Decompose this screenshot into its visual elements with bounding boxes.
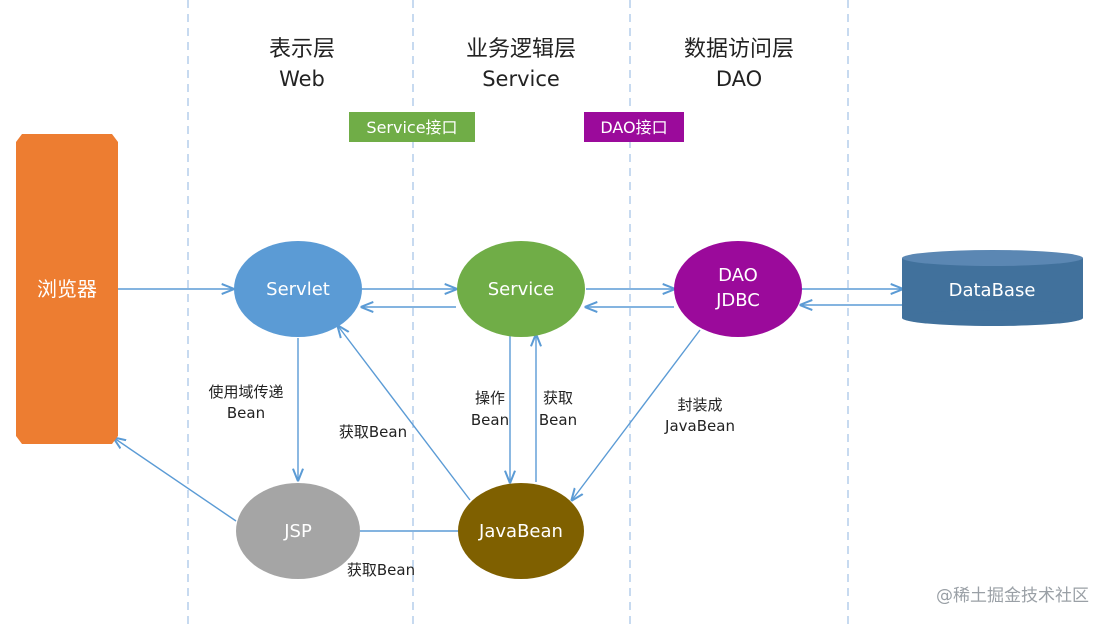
get-bean-service-label-line2: Bean (539, 411, 577, 429)
layer-subtitle-web: Web (279, 67, 325, 91)
dao-interface-badge (584, 112, 684, 142)
database-top (902, 250, 1083, 266)
javabean-label: JavaBean (478, 521, 563, 542)
arrow-jsp-to-browser (114, 438, 237, 522)
dao-interface-label: DAO接口 (600, 118, 667, 137)
wrap-javabean-label-line1: 封装成 (677, 396, 722, 414)
watermark: @稀土掘金技术社区 (936, 586, 1089, 606)
browser-box (16, 134, 118, 444)
database-body (902, 258, 1083, 318)
get-bean-servlet-label: 获取Bean (339, 423, 407, 441)
servlet-label: Servlet (266, 279, 330, 300)
layer-title-web: 表示层 (269, 37, 335, 62)
connectors (114, 289, 902, 532)
arrow-dao-to-javabean (572, 329, 701, 500)
layer-title-dao: 数据访问层 (684, 37, 794, 62)
layer-title-service: 业务逻辑层 (466, 37, 576, 62)
service-interface-badge (349, 112, 475, 142)
servlet-node (234, 241, 362, 337)
layer-subtitle-dao: DAO (716, 67, 762, 91)
javabean-node (458, 483, 584, 579)
dao-label-line2: JDBC (715, 290, 760, 311)
layer-dividers (187, 0, 849, 625)
get-bean-jsp-label: 获取Bean (347, 561, 415, 579)
arrow-javabean-to-servlet (338, 326, 471, 501)
database-label: DataBase (949, 280, 1036, 301)
operate-bean-label-line1: 操作 (475, 389, 505, 407)
get-bean-service-label-line1: 获取 (543, 389, 573, 407)
wrap-javabean-label-line2: JavaBean (664, 417, 735, 435)
scope-transfer-label-line1: 使用域传递 (208, 383, 283, 401)
database-cylinder (902, 250, 1083, 326)
service-interface-label: Service接口 (366, 118, 457, 137)
dao-node (674, 241, 802, 337)
service-node (457, 241, 585, 337)
operate-bean-label-line2: Bean (471, 411, 509, 429)
service-label: Service (488, 279, 555, 300)
database-bottom (902, 310, 1083, 326)
layer-subtitle-service: Service (482, 67, 560, 91)
jsp-label: JSP (283, 521, 312, 542)
dao-label-line1: DAO (718, 265, 758, 286)
jsp-node (236, 483, 360, 579)
browser-label: 浏览器 (37, 277, 97, 301)
scope-transfer-label-line2: Bean (227, 404, 265, 422)
